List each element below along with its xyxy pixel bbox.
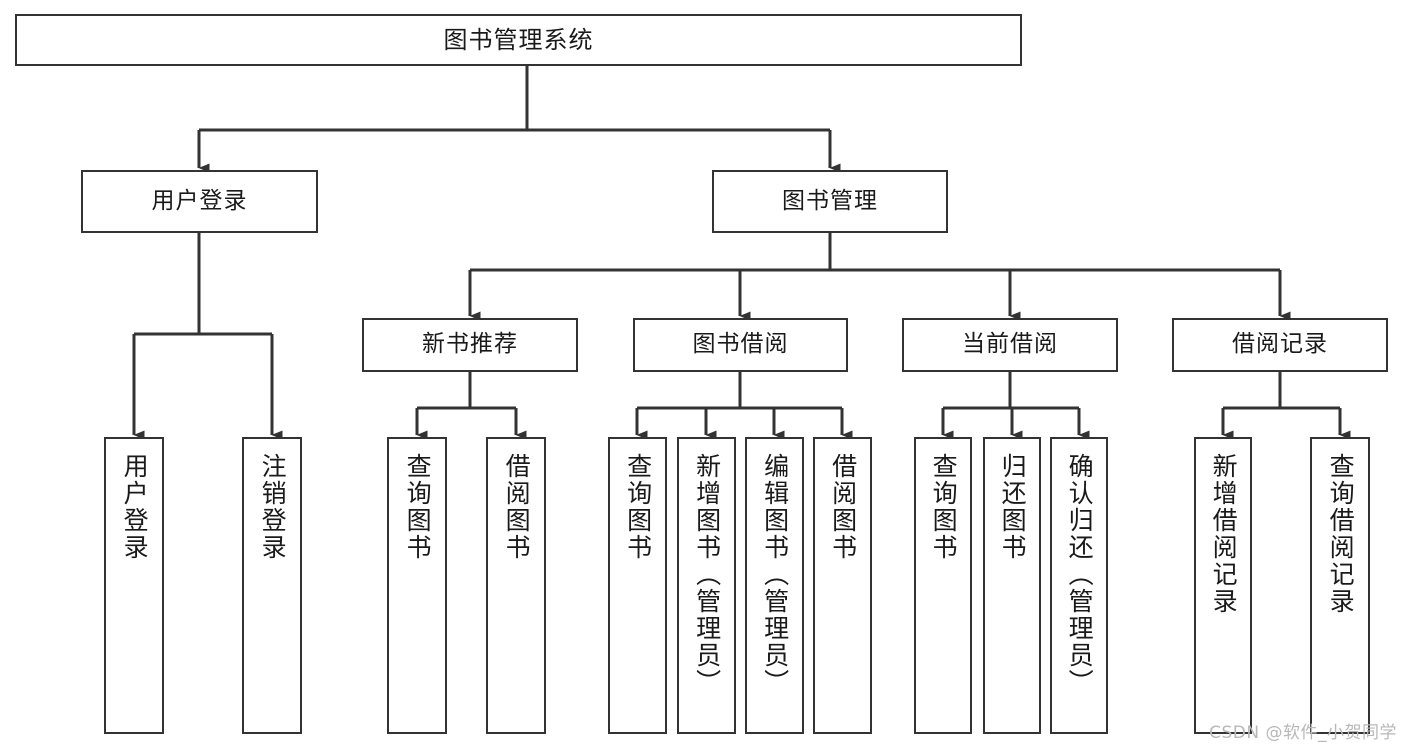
node-leaf-11[interactable]: 新增借阅记录 — [1194, 437, 1252, 734]
node-leaf-3[interactable]: 借阅图书 — [486, 437, 546, 734]
node-leaf-4-label: 查询图书 — [623, 453, 653, 561]
node-leaf-1-label: 注销登录 — [258, 453, 288, 561]
node-root[interactable]: 图书管理系统 — [15, 14, 1022, 66]
node-level2-1-label: 图书管理 — [782, 187, 878, 214]
node-leaf-12[interactable]: 查询借阅记录 — [1310, 437, 1370, 734]
node-leaf-7-label: 借阅图书 — [828, 453, 858, 561]
node-leaf-10[interactable]: 确认归还（管理员） — [1050, 437, 1108, 734]
node-root-label: 图书管理系统 — [443, 25, 594, 54]
node-leaf-2[interactable]: 查询图书 — [387, 437, 447, 734]
node-level3-1[interactable]: 图书借阅 — [633, 318, 848, 372]
node-leaf-11-label: 新增借阅记录 — [1209, 453, 1239, 615]
node-level2-1[interactable]: 图书管理 — [712, 170, 948, 233]
node-leaf-8-label: 查询图书 — [929, 453, 959, 561]
node-leaf-10-label: 确认归还（管理员） — [1065, 453, 1095, 696]
node-level3-2-label: 当前借阅 — [962, 331, 1058, 358]
node-leaf-0[interactable]: 用户登录 — [104, 437, 164, 734]
node-leaf-1[interactable]: 注销登录 — [242, 437, 302, 734]
node-level2-0[interactable]: 用户登录 — [81, 170, 318, 233]
node-leaf-2-label: 查询图书 — [403, 453, 433, 561]
node-leaf-5[interactable]: 新增图书（管理员） — [677, 437, 736, 734]
node-leaf-5-label: 新增图书（管理员） — [692, 453, 722, 696]
node-leaf-6-label: 编辑图书（管理员） — [760, 453, 790, 696]
node-level2-0-label: 用户登录 — [151, 187, 248, 214]
node-leaf-9[interactable]: 归还图书 — [983, 437, 1041, 734]
node-leaf-8[interactable]: 查询图书 — [914, 437, 972, 734]
node-level3-3-label: 借阅记录 — [1232, 331, 1328, 358]
node-level3-0[interactable]: 新书推荐 — [362, 318, 578, 372]
node-leaf-4[interactable]: 查询图书 — [608, 437, 667, 734]
node-leaf-12-label: 查询借阅记录 — [1326, 453, 1356, 615]
node-leaf-0-label: 用户登录 — [120, 453, 150, 561]
node-level3-1-label: 图书借阅 — [692, 331, 789, 358]
node-leaf-7[interactable]: 借阅图书 — [813, 437, 872, 734]
node-leaf-6[interactable]: 编辑图书（管理员） — [745, 437, 804, 734]
node-leaf-9-label: 归还图书 — [998, 453, 1028, 561]
node-level3-3[interactable]: 借阅记录 — [1172, 318, 1388, 372]
node-level3-0-label: 新书推荐 — [422, 331, 518, 358]
node-level3-2[interactable]: 当前借阅 — [902, 318, 1118, 372]
node-leaf-3-label: 借阅图书 — [502, 453, 532, 561]
